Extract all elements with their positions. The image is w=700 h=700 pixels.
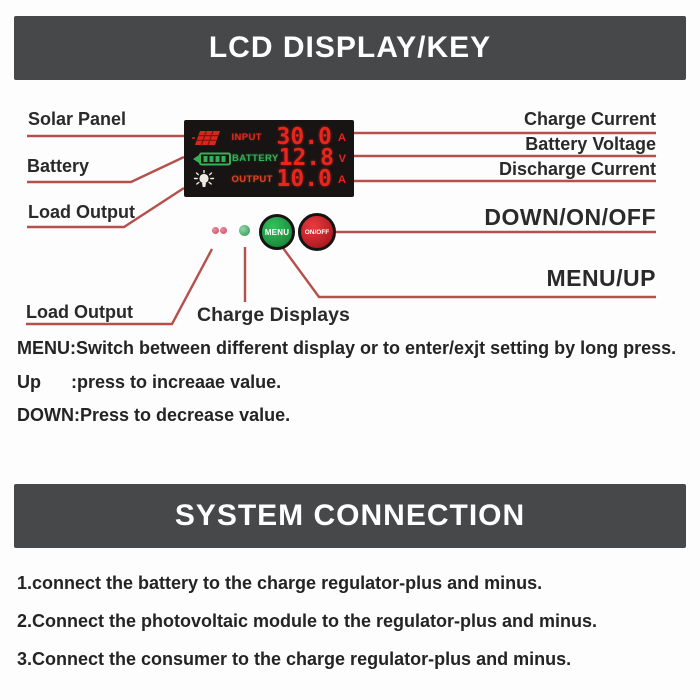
lcd-output-label: OUTPUT	[231, 174, 273, 185]
load-led-left	[212, 227, 219, 234]
lcd-input-label: INPUT	[231, 132, 262, 143]
lcd-display-key-banner: LCD DISPLAY/KEY	[14, 16, 686, 80]
connection-step-2: 2.Connect the photovoltaic module to the…	[17, 611, 598, 631]
on-off-button-label: ON/OFF	[304, 228, 330, 236]
system-connection-title: SYSTEM CONNECTION	[174, 499, 526, 532]
lcd-input-value: 30.0	[276, 124, 332, 150]
connection-step-3: 3.Connect the consumer to the charge reg…	[17, 649, 572, 669]
lamp-icon	[190, 169, 231, 190]
lcd-screen: INPUT 30.0 A BATTERY 12.8 V	[184, 120, 354, 197]
instruction-down: DOWN:Press to decrease value.	[17, 405, 291, 425]
charge-led	[239, 225, 250, 236]
lcd-row-battery: BATTERY 12.8 V	[190, 145, 346, 171]
connection-step-1: 1.connect the battery to the charge regu…	[17, 573, 543, 593]
label-load-output-2: Load Output	[26, 302, 133, 322]
label-down-on-off: DOWN/ON/OFF	[484, 204, 656, 230]
label-menu-up: MENU/UP	[546, 265, 656, 291]
lcd-display-key-title: LCD DISPLAY/KEY	[208, 31, 492, 64]
lcd-output-unit: A	[338, 173, 346, 186]
on-off-button[interactable]: ON/OFF	[298, 213, 336, 251]
system-connection-banner: SYSTEM CONNECTION	[14, 484, 686, 548]
lcd-output-value: 10.0	[276, 166, 332, 192]
lcd-row-input: INPUT 30.0 A	[190, 124, 346, 150]
instruction-up: Up :press to increaae value.	[17, 372, 282, 392]
label-solar-panel: Solar Panel	[28, 109, 127, 129]
load-led-right	[220, 227, 227, 234]
lcd-input-unit: A	[338, 131, 346, 144]
instruction-menu: MENU:Switch between different display or…	[17, 338, 677, 358]
menu-button[interactable]: MENU	[259, 214, 295, 250]
lcd-row-output: OUTPUT 10.0 A	[190, 166, 346, 192]
lcd-battery-value: 12.8	[278, 145, 334, 171]
label-charge-displays: Charge Displays	[197, 304, 350, 326]
lcd-battery-label: BATTERY	[232, 153, 279, 164]
label-charge-current: Charge Current	[523, 109, 656, 129]
battery-icon	[190, 150, 232, 168]
label-load-output-1: Load Output	[28, 202, 135, 222]
label-discharge-current: Discharge Current	[498, 159, 656, 179]
label-battery-voltage: Battery Voltage	[525, 134, 656, 154]
menu-button-label: MENU	[264, 227, 290, 237]
label-battery: Battery	[27, 156, 90, 176]
solar-panel-icon	[190, 129, 231, 147]
lcd-battery-unit: V	[338, 152, 346, 165]
